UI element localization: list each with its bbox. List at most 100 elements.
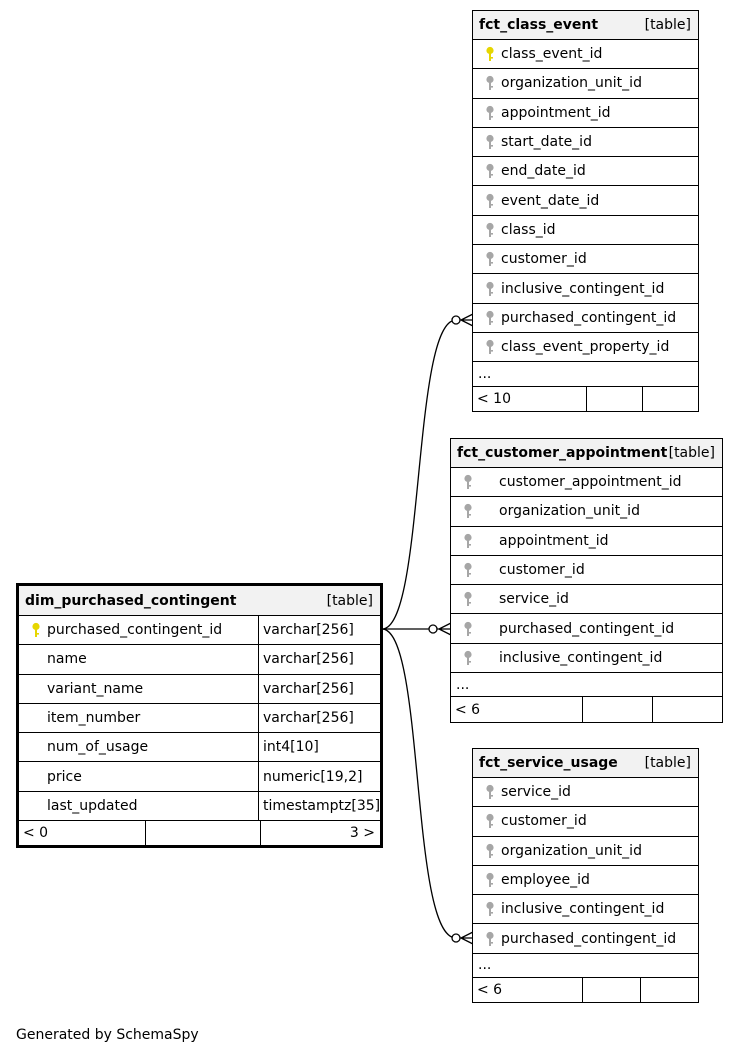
foreign-key-icon [459, 590, 477, 608]
table-footer: < 6 [451, 697, 722, 722]
foreign-key-icon [481, 338, 499, 356]
column-name: num_of_usage [47, 739, 149, 756]
footer-middle [583, 978, 641, 1003]
column-row[interactable]: inclusive_contingent_id [451, 644, 722, 674]
column-row[interactable]: customer_appointment_id [451, 468, 722, 498]
no-key-icon [27, 709, 45, 727]
table-type-tag: [table] [668, 445, 715, 461]
column-name: customer_id [501, 813, 587, 830]
column-name: employee_id [501, 872, 590, 889]
column-name: class_event_id [501, 46, 603, 63]
column-row[interactable]: class_event_id [473, 40, 698, 70]
child-count[interactable] [643, 387, 698, 411]
column-row[interactable]: customer_id [473, 245, 698, 275]
column-name: appointment_id [499, 532, 609, 549]
column-name: start_date_id [501, 134, 592, 151]
table-header: fct_customer_appointment[table] [451, 439, 722, 468]
edge-fct-service-usage [381, 628, 457, 939]
child-count[interactable] [641, 978, 698, 1002]
column-row[interactable]: organization_unit_id [473, 69, 698, 99]
foreign-key-icon [459, 620, 477, 638]
parent-count[interactable]: < 0 [19, 821, 146, 846]
column-row[interactable]: appointment_id [451, 527, 722, 556]
foreign-key-icon [481, 221, 499, 239]
column-name: variant_name [47, 680, 144, 697]
column-type: int4[10] [258, 733, 380, 762]
table-name: fct_class_event [479, 17, 599, 33]
crowfoot-fct-class-event [451, 313, 474, 327]
no-key-icon [27, 797, 45, 815]
column-row[interactable]: customer_id [451, 556, 722, 586]
column-name: customer_id [499, 562, 585, 579]
parent-count[interactable]: < 10 [473, 386, 587, 411]
table-name: fct_customer_appointment [457, 445, 668, 461]
column-row[interactable]: event_date_id [473, 186, 698, 216]
foreign-key-icon [481, 842, 499, 860]
no-key-icon [27, 680, 45, 698]
column-row[interactable]: purchased_contingent_id [451, 614, 722, 644]
column-row[interactable]: organization_unit_id [473, 837, 698, 866]
foreign-key-icon [459, 532, 477, 550]
column-row[interactable]: service_id [451, 585, 722, 615]
column-name: purchased_contingent_id [501, 930, 677, 947]
column-row[interactable]: end_date_id [473, 157, 698, 187]
column-row[interactable]: class_event_property_id [473, 333, 698, 363]
no-key-icon [27, 738, 45, 756]
column-row[interactable]: customer_id [473, 807, 698, 837]
child-count[interactable] [653, 697, 722, 721]
column-row[interactable]: purchased_contingent_id [473, 924, 698, 954]
column-row[interactable]: start_date_id [473, 128, 698, 158]
foreign-key-icon [481, 871, 499, 889]
no-key-icon [27, 650, 45, 668]
column-row[interactable]: service_id [473, 778, 698, 808]
column-row[interactable]: num_of_usage int4[10] [19, 733, 380, 763]
column-type: varchar[256] [258, 616, 380, 645]
column-row[interactable]: inclusive_contingent_id [473, 274, 698, 304]
parent-count[interactable]: < 6 [451, 697, 583, 722]
more-columns-ellipsis: ... [473, 954, 698, 979]
foreign-key-icon [481, 309, 499, 327]
table-fct-customer-appointment[interactable]: fct_customer_appointment[table]customer_… [450, 438, 723, 723]
foreign-key-icon [459, 561, 477, 579]
column-row[interactable]: class_id [473, 216, 698, 246]
foreign-key-icon [481, 162, 499, 180]
footer-middle [583, 697, 653, 722]
column-row[interactable]: employee_id [473, 866, 698, 896]
child-count[interactable]: 3 > [349, 825, 375, 842]
column-type: varchar[256] [258, 645, 380, 674]
parent-count[interactable]: < 6 [473, 978, 583, 1003]
column-row[interactable]: variant_name varchar[256] [19, 674, 380, 704]
column-row[interactable]: organization_unit_id [451, 497, 722, 527]
table-type-tag: [table] [644, 755, 691, 771]
foreign-key-icon [481, 930, 499, 948]
footer-middle [146, 821, 261, 846]
column-row[interactable]: purchased_contingent_id [473, 304, 698, 333]
column-name: price [47, 768, 82, 785]
column-type: varchar[256] [258, 674, 380, 703]
column-name: inclusive_contingent_id [501, 280, 665, 297]
foreign-key-icon [459, 649, 477, 667]
column-name: appointment_id [501, 104, 611, 121]
column-row[interactable]: inclusive_contingent_id [473, 895, 698, 925]
column-name: purchased_contingent_id [501, 309, 677, 326]
column-row[interactable]: appointment_id [473, 99, 698, 128]
table-name: dim_purchased_contingent [25, 592, 237, 609]
foreign-key-icon [481, 133, 499, 151]
column-name: organization_unit_id [501, 75, 642, 92]
column-name: inclusive_contingent_id [501, 901, 665, 918]
more-columns-ellipsis: ... [473, 362, 698, 387]
table-footer: < 6 [473, 978, 698, 1003]
table-dim-purchased-contingent[interactable]: dim_purchased_contingent[table]purchased… [16, 583, 383, 849]
column-name: class_id [501, 221, 556, 238]
column-name: service_id [501, 784, 571, 801]
table-type-tag: [table] [644, 17, 691, 33]
column-name: inclusive_contingent_id [499, 649, 663, 666]
more-columns-ellipsis: ... [451, 673, 722, 698]
